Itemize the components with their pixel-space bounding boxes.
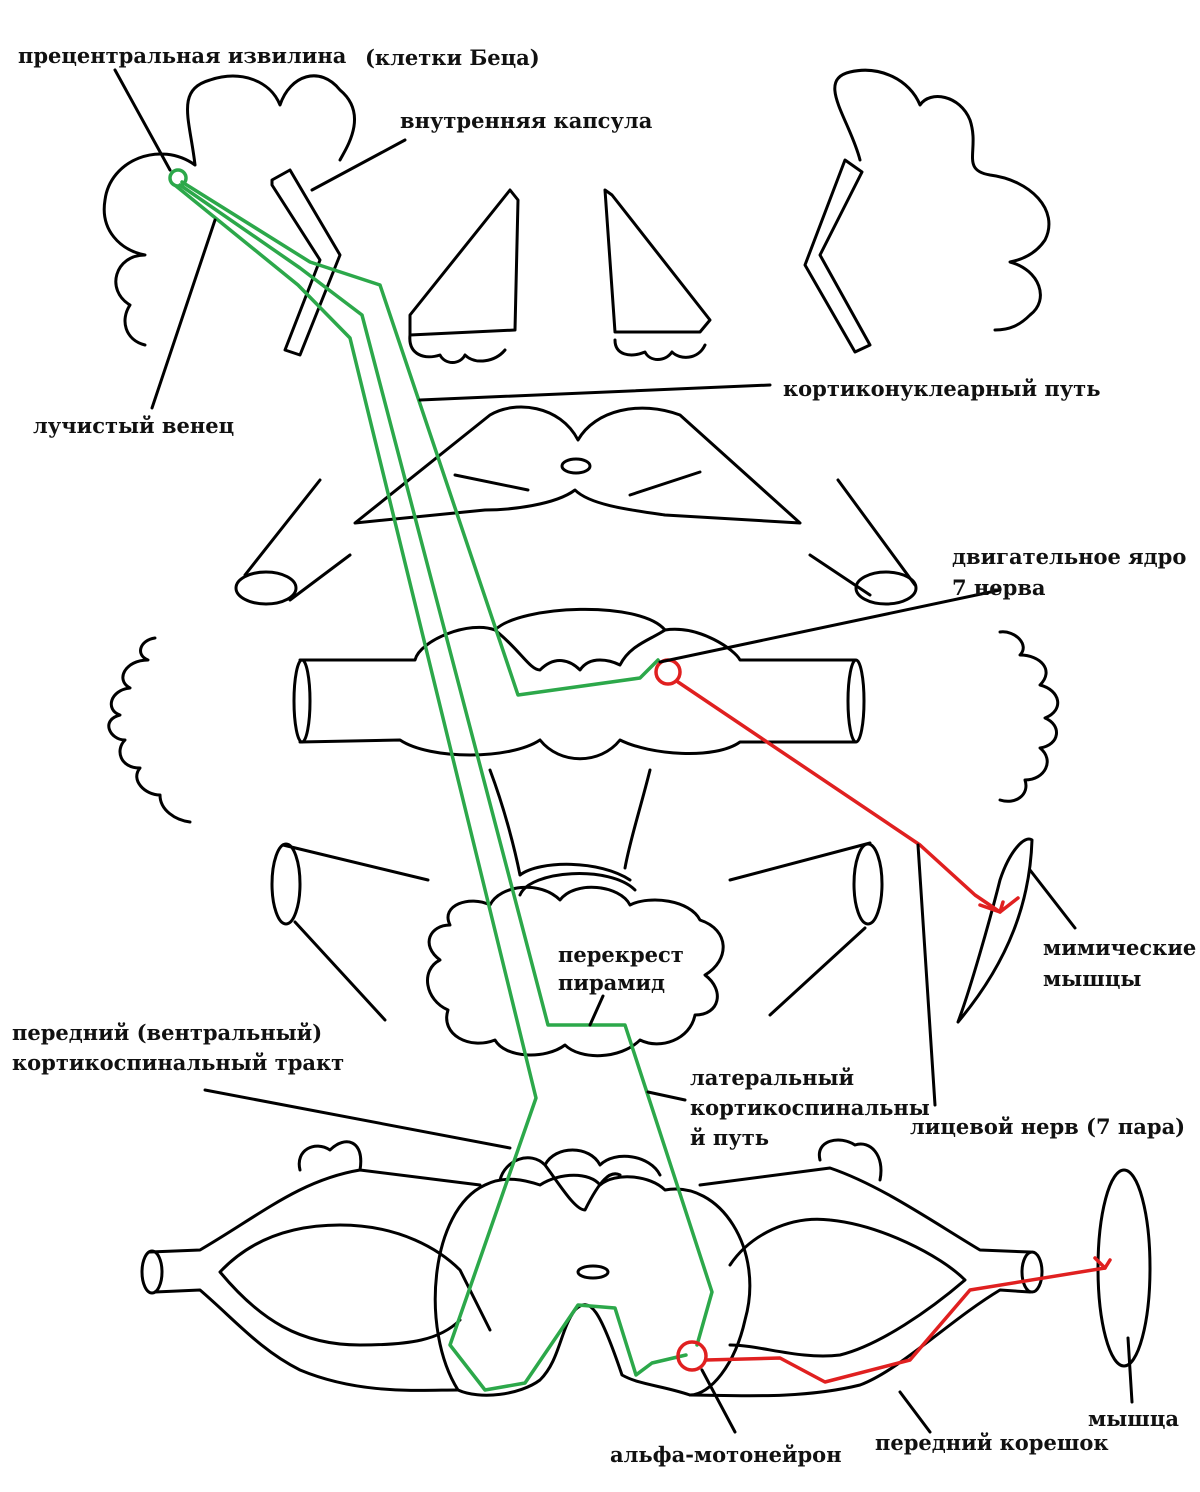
pons xyxy=(107,607,1059,882)
leader-alpha-motoneuron xyxy=(700,1368,737,1434)
midbrain-outline xyxy=(353,405,802,525)
label-anterior-root: передний корешок xyxy=(875,1430,1109,1455)
dorsal-columns xyxy=(498,1148,662,1212)
corticonuclear-tract-line xyxy=(180,180,660,697)
alpha-motoneuron-cell xyxy=(676,1340,708,1372)
left-cerebral-peduncle xyxy=(243,478,352,602)
pons-dorsal-bumps xyxy=(493,628,667,672)
label-facial-nerve: лицевой нерв (7 пара) xyxy=(910,1114,1185,1139)
leader-facial-nerve xyxy=(916,843,937,1107)
label-internal-capsule: внутренняя капсула xyxy=(400,108,653,133)
leader-anterior-root xyxy=(898,1390,932,1434)
label-anterior-tract-2: кортикоспинальный тракт xyxy=(12,1050,344,1075)
leader-muscle xyxy=(1126,1336,1134,1404)
left-cerebellum-outline xyxy=(107,636,192,824)
fourth-ventricle xyxy=(488,768,652,882)
label-precentral-gyrus: прецентральная извилина xyxy=(18,43,347,68)
facial-muscle-shape xyxy=(956,837,1034,1024)
label-facial-muscles-2: мышцы xyxy=(1043,966,1141,991)
central-canal xyxy=(576,1264,610,1280)
leader-lines xyxy=(113,68,1134,1434)
leader-internal-capsule xyxy=(310,138,407,192)
anterior-root-line xyxy=(704,1266,1107,1384)
right-dorsal-root xyxy=(817,1138,883,1182)
leader-precentral xyxy=(113,68,172,172)
leader-anterior-tract xyxy=(203,1088,512,1150)
anterior-root-ending xyxy=(1093,1256,1112,1270)
labels: прецентральная извилина (клетки Беца) вн… xyxy=(12,43,1196,1467)
right-medulla-end xyxy=(852,842,884,926)
label-corona-radiata: лучистый венец xyxy=(33,413,234,438)
label-alpha-motoneuron: альфа-мотонейрон xyxy=(610,1442,842,1467)
left-spinal-nerve xyxy=(148,1168,492,1392)
label-facial-motor-nucleus-1: двигательное ядро xyxy=(952,544,1186,569)
brain-hemispheres xyxy=(102,68,1051,364)
label-corticonuclear-tract: кортиконуклеарный путь xyxy=(783,376,1100,401)
medulla-outline xyxy=(426,885,725,1058)
spinal-cord xyxy=(140,1138,1044,1398)
lateral-corticospinal-tract-line xyxy=(178,183,714,1347)
right-basal-nucleus xyxy=(603,188,712,361)
pyramidal-tracts xyxy=(168,168,714,1392)
label-betz-cells: (клетки Беца) xyxy=(365,45,540,70)
left-internal-capsule xyxy=(270,168,342,357)
leader-decussation xyxy=(588,994,605,1027)
left-dorsal-root xyxy=(297,1140,363,1172)
pons-outline xyxy=(298,607,857,761)
right-cortex-outline xyxy=(833,68,1051,332)
left-medulla-end xyxy=(270,842,302,926)
right-cerebellum-outline xyxy=(998,630,1059,803)
motor-output-pathways xyxy=(654,658,1112,1384)
medulla-top xyxy=(518,872,637,897)
facial-nucleus-cell xyxy=(654,658,682,686)
label-pyramidal-decussation-2: пирамид xyxy=(558,970,665,995)
right-cerebral-peduncle xyxy=(808,478,917,597)
label-lateral-tract-3: й путь xyxy=(690,1125,769,1150)
label-facial-muscles-1: мимические xyxy=(1043,935,1196,960)
pons-left-end xyxy=(292,658,312,744)
leader-lateral-tract xyxy=(646,1090,687,1102)
anterior-corticospinal-tract-line xyxy=(174,184,688,1392)
right-peduncle-end xyxy=(854,570,918,606)
pons-right-end xyxy=(846,658,866,744)
left-cortex-outline xyxy=(102,74,356,347)
label-muscle: мышца xyxy=(1088,1406,1179,1431)
leader-facial-muscles xyxy=(1028,868,1077,930)
label-lateral-tract-2: кортикоспинальны xyxy=(690,1095,930,1120)
right-spinal-nerve xyxy=(688,1166,1032,1398)
left-peduncle-end xyxy=(234,570,298,606)
medulla xyxy=(270,841,884,1058)
left-basal-nucleus xyxy=(408,188,520,364)
label-lateral-tract-1: латеральный xyxy=(690,1065,854,1090)
right-internal-capsule xyxy=(803,158,872,354)
leader-facial-nucleus xyxy=(658,588,1002,664)
right-spinal-nerve-end xyxy=(1020,1250,1044,1294)
label-anterior-tract-1: передний (вентральный) xyxy=(12,1020,322,1045)
facial-nerve-line xyxy=(676,680,1002,914)
right-medulla-branch xyxy=(728,841,872,1017)
cerebral-aqueduct xyxy=(560,457,592,475)
left-spinal-nerve-end xyxy=(140,1249,164,1295)
leader-corona xyxy=(150,218,217,410)
midbrain xyxy=(234,405,918,606)
leader-corticonuclear xyxy=(418,383,772,402)
left-medulla-branch xyxy=(281,843,430,1022)
label-facial-motor-nucleus-2: 7 нерва xyxy=(952,575,1046,600)
label-pyramidal-decussation-1: перекрест xyxy=(558,942,684,967)
facial-nerve-ending xyxy=(978,896,1020,914)
midbrain-fibers xyxy=(453,470,702,497)
